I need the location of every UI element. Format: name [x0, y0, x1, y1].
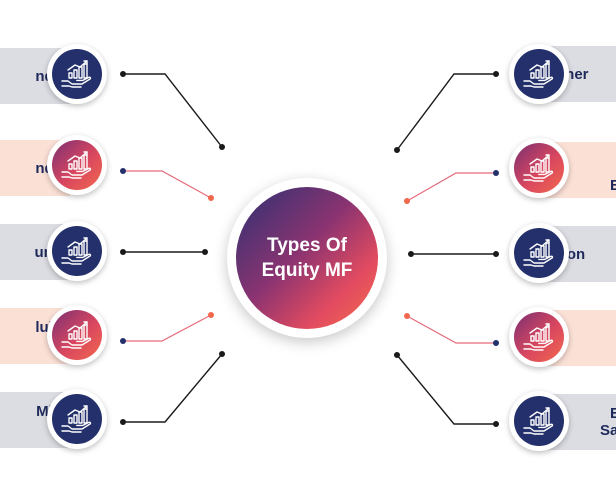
left-node-icon-3 [47, 221, 107, 281]
right-node-icon-2 [509, 138, 569, 198]
growth-chart-hand-icon [523, 323, 554, 351]
connector-left-5 [120, 351, 225, 425]
center-node-core: Types Of Equity MF [236, 187, 378, 329]
connector-left-3 [120, 249, 208, 255]
left-node-icon-4 [47, 305, 107, 365]
right-label-2-text: E [610, 176, 616, 194]
growth-chart-hand-icon [523, 154, 554, 182]
connector-left-2 [120, 168, 214, 201]
center-title-line-1: Types Of [267, 235, 347, 256]
connector-right-4 [404, 313, 499, 346]
center-node: Types Of Equity MF [227, 178, 387, 338]
growth-chart-hand-icon [61, 321, 92, 349]
left-node-icon-5 [47, 389, 107, 449]
right-label-5-line-2: Sa [600, 422, 616, 439]
connector-left-4 [120, 312, 214, 344]
connector-right-1 [394, 71, 499, 153]
growth-chart-hand-icon [523, 60, 554, 88]
left-node-icon-1 [47, 44, 107, 104]
growth-chart-hand-icon [61, 405, 92, 433]
growth-chart-hand-icon [523, 407, 554, 435]
growth-chart-hand-icon [61, 151, 92, 179]
connector-right-5 [394, 352, 499, 427]
connector-right-2 [404, 170, 499, 204]
right-node-icon-4 [509, 307, 569, 367]
growth-chart-hand-icon [61, 60, 92, 88]
center-title-line-2: Equity MF [261, 260, 353, 281]
right-node-icon-3 [509, 223, 569, 283]
right-node-icon-5 [509, 391, 569, 451]
growth-chart-hand-icon [61, 237, 92, 265]
right-label-5-line-1: E [610, 405, 616, 422]
connector-right-3 [408, 251, 499, 257]
growth-chart-hand-icon [523, 239, 554, 267]
right-node-icon-1 [509, 44, 569, 104]
connector-left-1 [120, 71, 225, 150]
left-node-icon-2 [47, 135, 107, 195]
